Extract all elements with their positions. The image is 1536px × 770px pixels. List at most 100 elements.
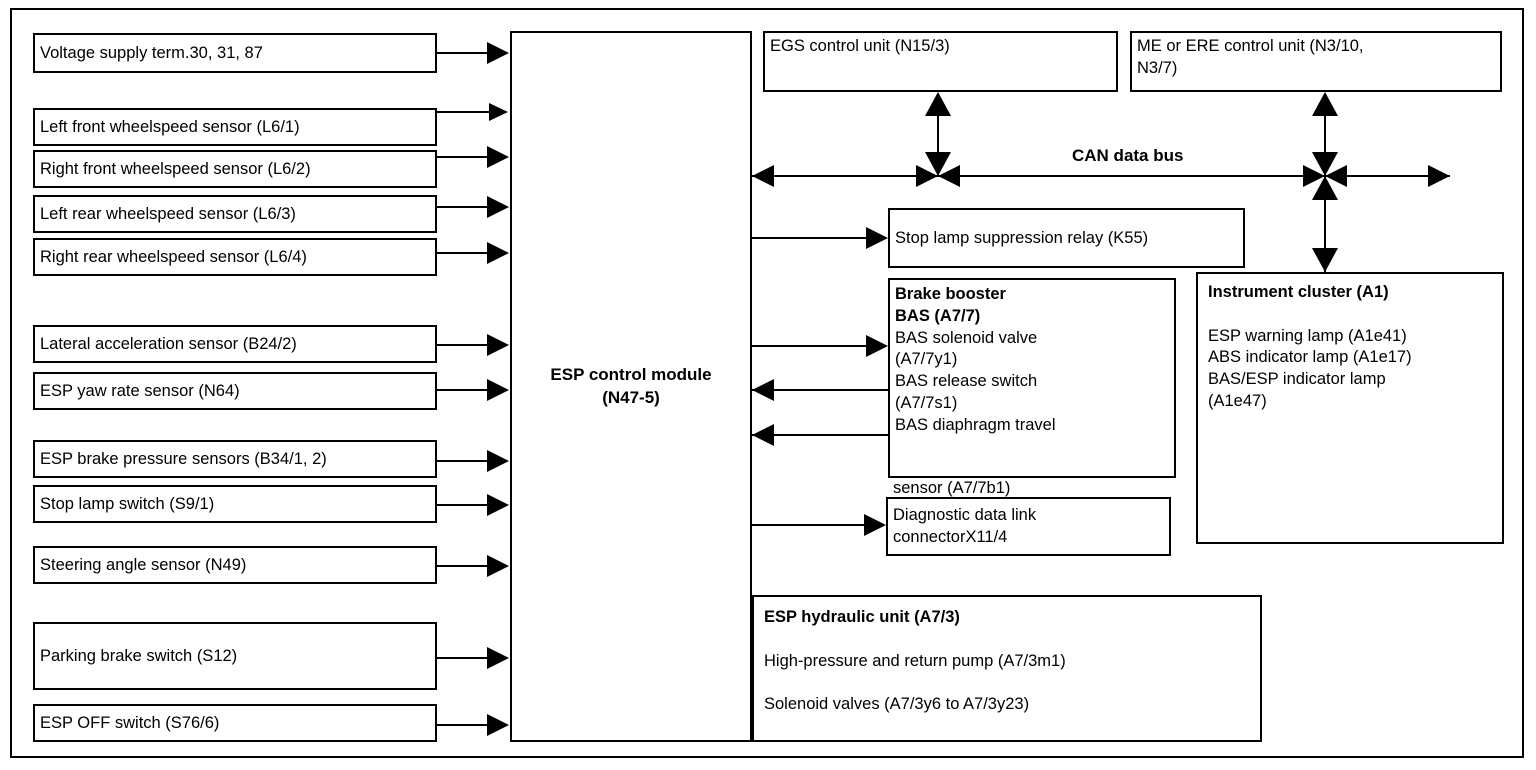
diagnostic-data-link-connector-box: Diagnostic data link connectorX11/4 [886, 497, 1171, 556]
arrow-head-bas-release-in [752, 379, 774, 401]
arrow-line-input-6 [437, 344, 489, 346]
can-data-bus-label: CAN data bus [1072, 146, 1184, 165]
control-module-line1: ESP control module [550, 365, 712, 385]
arrow-head-input-3 [487, 146, 509, 168]
arrow-line-input-3 [437, 156, 489, 158]
bas-release-switch-line1: BAS release switch [895, 372, 1038, 391]
arrow-head-bas-solenoid-out [866, 335, 888, 357]
input-box-stop-lamp-switch: Stop lamp switch (S9/1) [33, 485, 437, 523]
arrow-head-input-6 [487, 334, 509, 356]
input-box-left-front-wheelspeed: Left front wheelspeed sensor (L6/1) [33, 108, 437, 146]
bas-release-switch-line2: (A7/7s1) [895, 393, 958, 412]
arrow-line-bas-solenoid-out [752, 345, 868, 347]
arrow-head-input-2 [489, 103, 508, 121]
stop-lamp-relay-label: Stop lamp suppression relay (K55) [895, 228, 1149, 247]
input-box-steering-angle: Steering angle sensor (N49) [33, 546, 437, 584]
arrow-line-input-1 [437, 52, 489, 54]
brake-booster-title-line1: Brake booster [895, 285, 1006, 303]
input-box-brake-pressure: ESP brake pressure sensors (B34/1, 2) [33, 440, 437, 478]
arrow-head-input-9 [487, 494, 509, 516]
bas-solenoid-valve-line2: (A7/7y1) [895, 350, 958, 369]
arrow-line-input-5 [437, 252, 489, 254]
input-label: Steering angle sensor (N49) [40, 555, 247, 574]
hydraulic-unit-title: ESP hydraulic unit (A7/3) [764, 608, 960, 626]
arrow-head-input-4 [487, 196, 509, 218]
arrow-head-input-11 [487, 647, 509, 669]
arrow-head-bas-diaphragm-in [752, 424, 774, 446]
arrow-line-input-8 [437, 460, 489, 462]
arrow-line-input-7 [437, 389, 489, 391]
arrow-line-input-4 [437, 206, 489, 208]
arrow-head-stop-lamp-relay [866, 227, 888, 249]
arrow-line-input-12 [437, 724, 489, 726]
input-box-voltage-supply: Voltage supply term.30, 31, 87 [33, 33, 437, 73]
diagnostic-line2: connectorX11/4 [893, 527, 1008, 546]
arrow-head-input-7 [487, 379, 509, 401]
input-label: ESP brake pressure sensors (B34/1, 2) [40, 449, 327, 468]
input-box-lateral-acceleration: Lateral acceleration sensor (B24/2) [33, 325, 437, 363]
diagram-outer-frame [10, 8, 1524, 758]
arrow-line-input-9 [437, 504, 489, 506]
input-box-esp-off-switch: ESP OFF switch (S76/6) [33, 704, 437, 742]
hydraulic-unit-spacer-1 [764, 629, 1250, 651]
input-box-yaw-rate: ESP yaw rate sensor (N64) [33, 372, 437, 410]
arrow-line-stop-lamp-relay [752, 237, 868, 239]
arrow-head-input-8 [487, 450, 509, 472]
can-bus-arrow-to-control-module [752, 165, 774, 187]
me-ere-line2: N3/7) [1137, 58, 1178, 77]
arrow-head-input-10 [487, 555, 509, 577]
bas-esp-indicator-lamp-line1: BAS/ESP indicator lamp [1208, 370, 1386, 389]
me-ere-line1: ME or ERE control unit (N3/10, [1137, 37, 1364, 55]
can-bus-arrow-right-end [1428, 165, 1450, 187]
input-label: Stop lamp switch (S9/1) [40, 494, 215, 513]
can-junction-left-vline [937, 96, 939, 176]
bas-diaphragm-sensor-line1: BAS diaphragm travel [895, 415, 1056, 434]
input-box-right-rear-wheelspeed: Right rear wheelspeed sensor (L6/4) [33, 238, 437, 276]
diagnostic-line1: Diagnostic data link [893, 505, 1037, 524]
arrow-head-diagnostic-connector [864, 514, 886, 536]
bas-diaphragm-sensor-line2: sensor (A7/7b1) [893, 479, 1011, 497]
hydraulic-unit-spacer-2 [764, 672, 1250, 694]
input-box-parking-brake-switch: Parking brake switch (S12) [33, 622, 437, 690]
stop-lamp-suppression-relay-box: Stop lamp suppression relay (K55) [888, 208, 1245, 268]
egs-label: EGS control unit (N15/3) [770, 37, 950, 55]
arrow-line-input-2 [437, 111, 489, 113]
control-module-line2: (N47-5) [602, 387, 660, 407]
can-junction-right-arrow-down-upper [1312, 152, 1338, 176]
arrow-line-diagnostic-connector [752, 524, 866, 526]
can-junction-right-arrow-up-top [1312, 92, 1338, 116]
arrow-head-input-1 [487, 42, 509, 64]
can-junction-right-arrow-up-lower [1312, 176, 1338, 200]
can-junction-left-arrow-up [925, 92, 951, 116]
input-label: ESP yaw rate sensor (N64) [40, 381, 240, 400]
arrow-line-bas-diaphragm-in [752, 434, 888, 436]
instrument-cluster-box: Instrument cluster (A1) ESP warning lamp… [1196, 272, 1504, 544]
input-label: Left rear wheelspeed sensor (L6/3) [40, 204, 296, 223]
high-pressure-return-pump-label: High-pressure and return pump (A7/3m1) [764, 651, 1066, 670]
can-junction-right-arrow-down-bottom [1312, 248, 1338, 272]
instrument-cluster-spacer [1208, 304, 1492, 326]
bas-solenoid-valve-line1: BAS solenoid valve [895, 328, 1038, 347]
input-label: Left front wheelspeed sensor (L6/1) [40, 117, 300, 136]
can-bus-main-line [752, 175, 1450, 177]
brake-booster-title-line2: BAS (A7/7) [895, 306, 981, 325]
egs-control-unit-box: EGS control unit (N15/3) [763, 31, 1118, 92]
arrow-line-input-11 [437, 657, 489, 659]
solenoid-valves-label: Solenoid valves (A7/3y6 to A7/3y23) [764, 695, 1030, 714]
instrument-cluster-title: Instrument cluster (A1) [1208, 283, 1389, 301]
input-label: Voltage supply term.30, 31, 87 [40, 43, 263, 62]
abs-indicator-lamp-label: ABS indicator lamp (A1e17) [1208, 348, 1412, 367]
me-ere-control-unit-box: ME or ERE control unit (N3/10, N3/7) [1130, 31, 1502, 92]
arrow-head-input-12 [487, 714, 509, 736]
input-box-right-front-wheelspeed: Right front wheelspeed sensor (L6/2) [33, 150, 437, 188]
input-label: Right rear wheelspeed sensor (L6/4) [40, 247, 307, 266]
esp-control-module-box: ESP control module (N47-5) [510, 31, 752, 742]
input-label: Parking brake switch (S12) [40, 646, 238, 665]
esp-hydraulic-unit-box: ESP hydraulic unit (A7/3) High-pressure … [752, 595, 1262, 742]
brake-booster-bas-box: Brake booster BAS (A7/7) BAS solenoid va… [888, 278, 1176, 478]
arrow-line-input-10 [437, 565, 489, 567]
input-box-left-rear-wheelspeed: Left rear wheelspeed sensor (L6/3) [33, 195, 437, 233]
can-junction-left-arrow-down [925, 152, 951, 176]
esp-warning-lamp-label: ESP warning lamp (A1e41) [1208, 326, 1407, 345]
